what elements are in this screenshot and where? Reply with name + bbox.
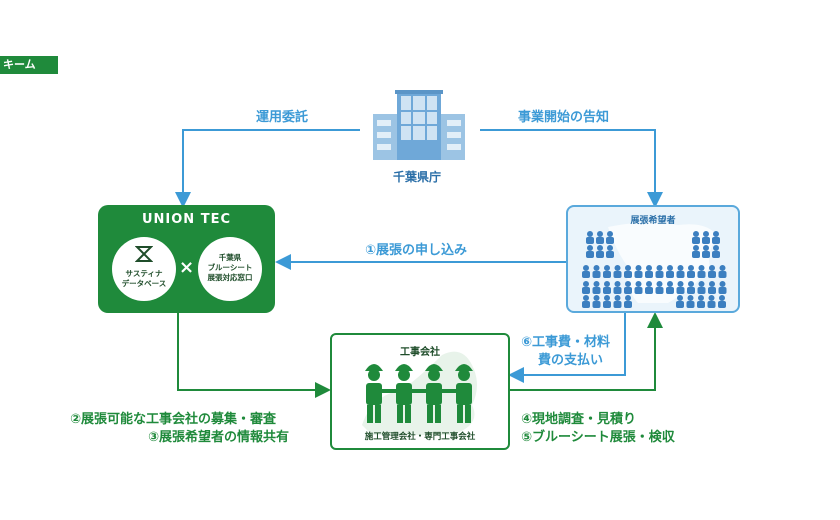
entrust-arrow [175,129,360,208]
announce-arrow [480,129,663,208]
prefecture-label: 千葉県庁 [392,170,441,184]
window-line-3: 展張対応窓口 [207,273,253,282]
union-tec-logo: UNION TEC [141,212,232,227]
entrust-label: 運用委託 [256,110,309,125]
payment-arrow [508,313,626,383]
database-line-2: データベース [121,279,167,288]
install-label: ⑤ブルーシート展張・検収 [521,430,675,445]
building-icon [373,90,465,160]
apply-label: ①展張の申し込み [365,243,468,258]
database-line-1: サスティナ [125,269,163,278]
workers-icon [362,351,477,435]
company-subtitle: 施工管理会社・専門工事会社 [364,432,476,442]
company-title: 工事会社 [400,347,440,358]
union-tec-box: UNION TEC サスティナ データベース × 千葉県 ブルーシート 展張対応… [98,205,275,313]
applicants-title: 展張希望者 [630,216,676,226]
database-circle: サスティナ データベース [112,237,176,301]
window-line-2: ブルーシート [207,263,253,272]
database-logo-icon [135,246,153,262]
recruit-arrow [177,313,331,398]
payment-label-2: 費の支払い [538,353,604,368]
window-line-1: 千葉県 [218,253,242,262]
recruit-label: ②展張可能な工事会社の募集・審査 [70,412,277,427]
window-circle: 千葉県 ブルーシート 展張対応窓口 [198,237,262,301]
share-label: ③展張希望者の情報共有 [148,430,290,445]
survey-label: ④現地調査・見積り [521,412,637,427]
announce-label: 事業開始の告知 [518,110,610,125]
construction-company-box: 工事会社 施工管理会社・専門工事会社 [330,333,510,450]
payment-label-1: ⑥工事費・材料 [521,335,611,350]
applicants-box: 展張希望者 [566,205,740,313]
survey-arrow [510,312,663,391]
cross-mark: × [179,257,195,278]
people-crowd-icon [582,222,727,308]
scheme-tag: キーム [0,56,58,74]
